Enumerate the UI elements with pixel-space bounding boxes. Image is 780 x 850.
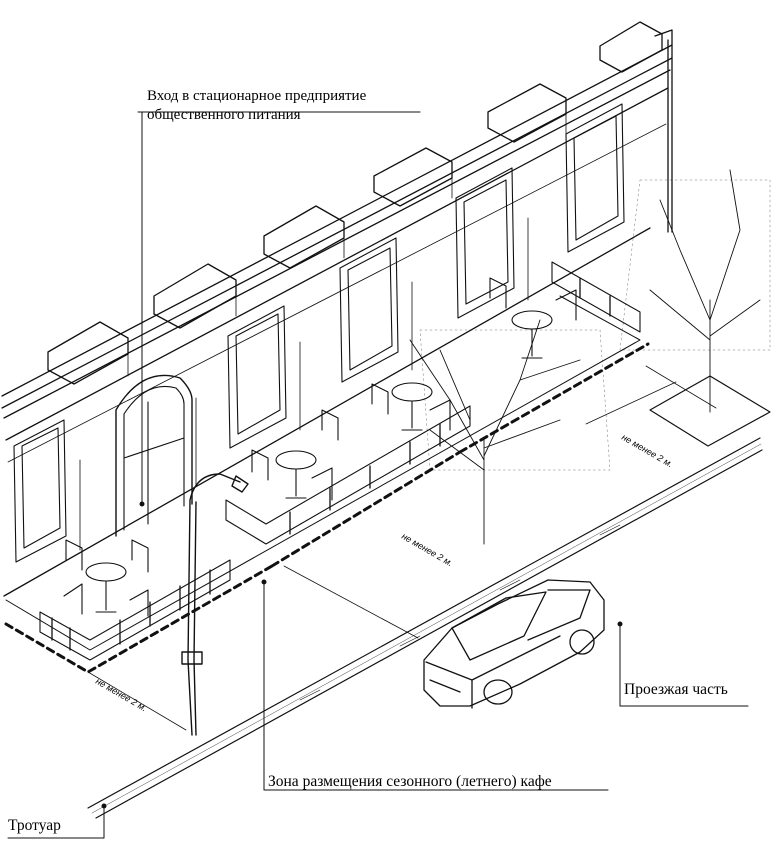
car bbox=[423, 579, 605, 709]
curb-and-road bbox=[87, 437, 763, 819]
callout-leaders bbox=[7, 111, 749, 839]
facade-windows bbox=[13, 103, 625, 563]
sidewalk-label: Тротуар bbox=[8, 817, 61, 834]
entrance-label: Вход в стационарное предприятие обществе… bbox=[147, 87, 366, 125]
roadway-label: Проезжая часть bbox=[624, 681, 728, 698]
street-lamp bbox=[181, 473, 249, 736]
entrance-label-line1: Вход в стационарное предприятие bbox=[147, 88, 367, 104]
building-facade bbox=[1, 21, 673, 597]
trees bbox=[409, 169, 771, 545]
entrance-label-line2: общественного питания bbox=[147, 107, 301, 123]
cafe-zone-label: Зона размещения сезонного (летнего) кафе bbox=[268, 773, 552, 790]
cafe-terrace bbox=[4, 261, 650, 674]
cafe-furniture bbox=[63, 277, 577, 617]
